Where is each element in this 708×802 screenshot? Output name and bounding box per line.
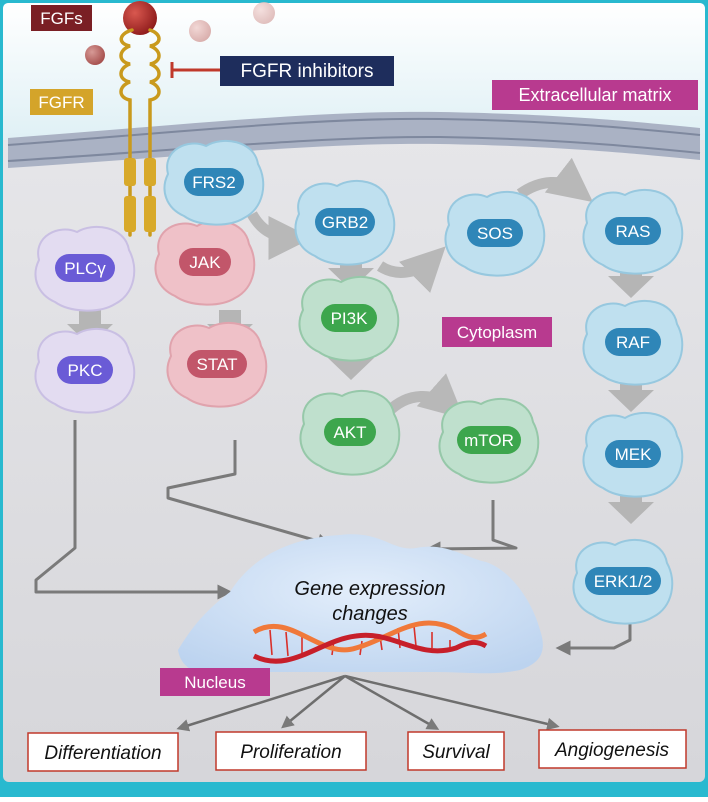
signal-to-nucleus-lines xyxy=(34,420,632,656)
outcome-proliferation: Proliferation xyxy=(215,731,367,771)
svg-text:ERK1/2: ERK1/2 xyxy=(594,572,653,591)
svg-text:PI3K: PI3K xyxy=(331,309,369,328)
svg-text:PLCγ: PLCγ xyxy=(64,259,106,278)
outcome-angiogenesis: Angiogenesis xyxy=(538,729,687,769)
outcome-survival: Survival xyxy=(407,731,505,771)
svg-text:RAS: RAS xyxy=(616,222,651,241)
svg-text:AKT: AKT xyxy=(333,423,366,442)
gene-expression-label: Gene expression xyxy=(294,578,445,600)
protein-plcg: PLCγ xyxy=(34,225,136,312)
protein-akt: AKT xyxy=(299,389,401,476)
svg-text:GRB2: GRB2 xyxy=(322,213,368,232)
protein-pi3k: PI3K xyxy=(298,275,400,362)
svg-text:SOS: SOS xyxy=(477,224,513,243)
svg-text:Differentiation: Differentiation xyxy=(44,743,161,764)
svg-text:Angiogenesis: Angiogenesis xyxy=(554,740,670,761)
outcome-differentiation: Differentiation xyxy=(27,732,179,772)
protein-ras: RAS xyxy=(582,188,684,275)
nucleus xyxy=(178,534,543,674)
svg-text:MEK: MEK xyxy=(615,445,653,464)
svg-text:Survival: Survival xyxy=(422,742,490,763)
protein-grb2: GRB2 xyxy=(294,179,396,266)
fgfr-tag: FGFR xyxy=(30,89,93,115)
svg-text:STAT: STAT xyxy=(197,355,238,374)
fgfr-inhibitors-tag: FGFR inhibitors xyxy=(220,56,394,86)
nucleus-tag: Nucleus xyxy=(160,668,270,696)
protein-mtor: mTOR xyxy=(438,397,540,484)
svg-text:RAF: RAF xyxy=(616,333,650,352)
protein-stat: STAT xyxy=(166,321,268,408)
arrow-frs2-grb2 xyxy=(247,211,313,260)
arrow-grb2-sos xyxy=(376,246,446,293)
svg-text:FRS2: FRS2 xyxy=(192,173,235,192)
fgf-ligand xyxy=(85,45,105,65)
extracellular-matrix-tag: Extracellular matrix xyxy=(492,80,698,110)
svg-text:Nucleus: Nucleus xyxy=(184,673,245,692)
svg-text:Proliferation: Proliferation xyxy=(240,742,341,763)
arrow-sos-ras xyxy=(516,157,594,203)
arrow-akt-mtor xyxy=(384,373,465,419)
dna-helix-icon xyxy=(252,620,488,664)
gene-expression-label-2: changes xyxy=(332,603,408,625)
fgf-ligand xyxy=(253,2,275,24)
svg-text:Cytoplasm: Cytoplasm xyxy=(457,323,537,342)
protein-jak: JAK xyxy=(154,219,256,306)
protein-mek: MEK xyxy=(582,411,684,498)
svg-text:mTOR: mTOR xyxy=(464,431,514,450)
protein-pkc: PKC xyxy=(34,327,136,414)
protein-raf: RAF xyxy=(582,299,684,386)
svg-text:FGFs: FGFs xyxy=(40,9,83,28)
outcome-arrows xyxy=(176,674,560,732)
fgfr-receptor xyxy=(119,28,161,237)
protein-erk: ERK1/2 xyxy=(572,538,674,625)
fgf-ligand xyxy=(189,20,211,42)
protein-sos: SOS xyxy=(444,190,546,277)
fgf-ligand-bound xyxy=(123,1,157,35)
svg-text:PKC: PKC xyxy=(68,361,103,380)
svg-text:FGFR: FGFR xyxy=(38,93,84,112)
fgfs-tag: FGFs xyxy=(31,5,92,31)
svg-text:Extracellular matrix: Extracellular matrix xyxy=(518,85,671,105)
svg-text:FGFR inhibitors: FGFR inhibitors xyxy=(240,61,373,82)
protein-frs2: FRS2 xyxy=(163,139,265,226)
cytoplasm-tag: Cytoplasm xyxy=(442,317,552,347)
svg-text:JAK: JAK xyxy=(189,253,221,272)
